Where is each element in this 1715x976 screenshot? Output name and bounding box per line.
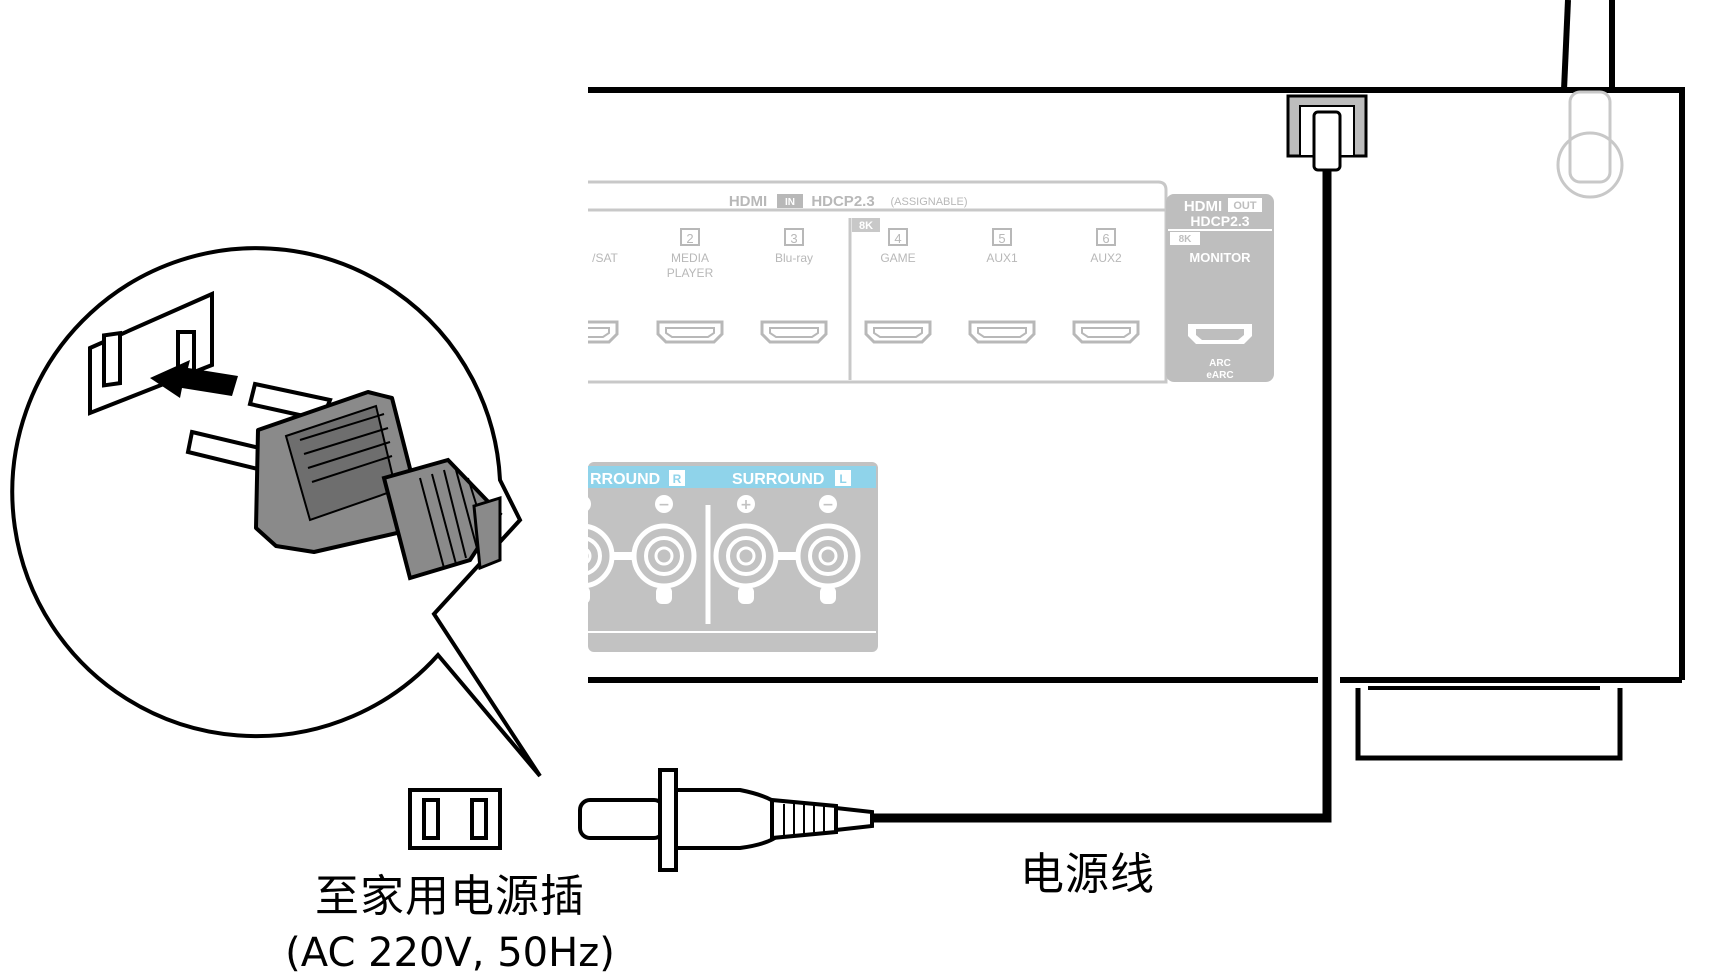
speaker-terminals: RROUND R SURROUND L +−+− bbox=[540, 462, 878, 660]
hdmi-out-earc: eARC bbox=[1206, 370, 1233, 381]
hdmi-in-assignable: (ASSIGNABLE) bbox=[890, 196, 967, 208]
hdmi-in-port-number: 2 bbox=[686, 231, 693, 246]
surround-l-label: SURROUND bbox=[732, 471, 824, 488]
svg-text:−: − bbox=[822, 497, 834, 513]
hdmi-connector-icon bbox=[864, 320, 932, 344]
speaker-binding-post: − bbox=[795, 495, 861, 604]
insert-arrow-icon bbox=[150, 360, 238, 398]
receiver-chassis bbox=[588, 87, 1685, 761]
hdmi-in-port-number: 6 bbox=[1102, 231, 1109, 246]
hdmi-in-port-number: 4 bbox=[894, 231, 901, 246]
hdmi-in-port-number: 3 bbox=[790, 231, 797, 246]
hdmi-in-port-label: AUX1 bbox=[986, 251, 1018, 265]
hdmi-in-port-label: GAME bbox=[880, 251, 915, 265]
speaker-binding-post: + bbox=[713, 495, 779, 604]
hdmi-out-arc: ARC bbox=[1209, 358, 1231, 369]
speaker-binding-post: − bbox=[631, 495, 697, 604]
hdmi-in-port-label: AUX2 bbox=[1090, 251, 1122, 265]
hdmi-in-badge: IN bbox=[785, 197, 795, 208]
hdmi-connector-icon bbox=[968, 320, 1036, 344]
hdmi-out-8k-badge: 8K bbox=[1179, 234, 1193, 245]
wall-outlet bbox=[408, 788, 502, 850]
outlet-caption: 至家用电源插 bbox=[315, 871, 585, 922]
hdmi-out-badge: OUT bbox=[1233, 200, 1257, 212]
surround-r-badge: R bbox=[673, 472, 682, 486]
hdmi-connector-icon bbox=[1072, 320, 1140, 344]
svg-text:−: − bbox=[658, 497, 670, 513]
hdmi-out-title: HDMI bbox=[1184, 198, 1222, 215]
plug-magnified bbox=[185, 381, 503, 581]
hdmi-out-monitor-label: MONITOR bbox=[1189, 250, 1251, 265]
hdmi-in-port-number: 5 bbox=[998, 231, 1005, 246]
hdmi-in-port-label-2: PLAYER bbox=[667, 266, 714, 280]
hdmi-connector-icon bbox=[760, 320, 828, 344]
hdmi-in-8k-badge: 8K bbox=[859, 220, 873, 232]
hdmi-in-port-label: Blu-ray bbox=[775, 251, 813, 265]
svg-text:+: + bbox=[740, 497, 752, 513]
surround-l-badge: L bbox=[839, 472, 846, 486]
antenna bbox=[1556, 0, 1624, 199]
hdmi-out-hdcp: HDCP2.3 bbox=[1190, 213, 1249, 229]
power-cord-caption: 电源线 bbox=[1020, 849, 1155, 900]
power-cord-line bbox=[870, 170, 1332, 823]
hdmi-out-panel: HDMI OUT HDCP2.3 8K MONITOR ARC eARC bbox=[1166, 194, 1274, 382]
hdmi-in-hdcp: HDCP2.3 bbox=[811, 193, 874, 210]
hdmi-in-port-label: MEDIA bbox=[671, 251, 709, 265]
hdmi-connector-icon bbox=[656, 320, 724, 344]
ac-inlet bbox=[1286, 94, 1368, 172]
outlet-spec-caption: (AC 220V, 50Hz) bbox=[285, 930, 615, 976]
hdmi-in-title: HDMI bbox=[729, 193, 767, 210]
power-plug bbox=[578, 768, 874, 872]
surround-r-label: RROUND bbox=[590, 471, 660, 488]
hdmi-in-panel: HDMI IN HDCP2.3 (ASSIGNABLE) 8K 1/SAT2ME… bbox=[540, 180, 1168, 390]
hdmi-in-port-label: /SAT bbox=[592, 251, 618, 265]
